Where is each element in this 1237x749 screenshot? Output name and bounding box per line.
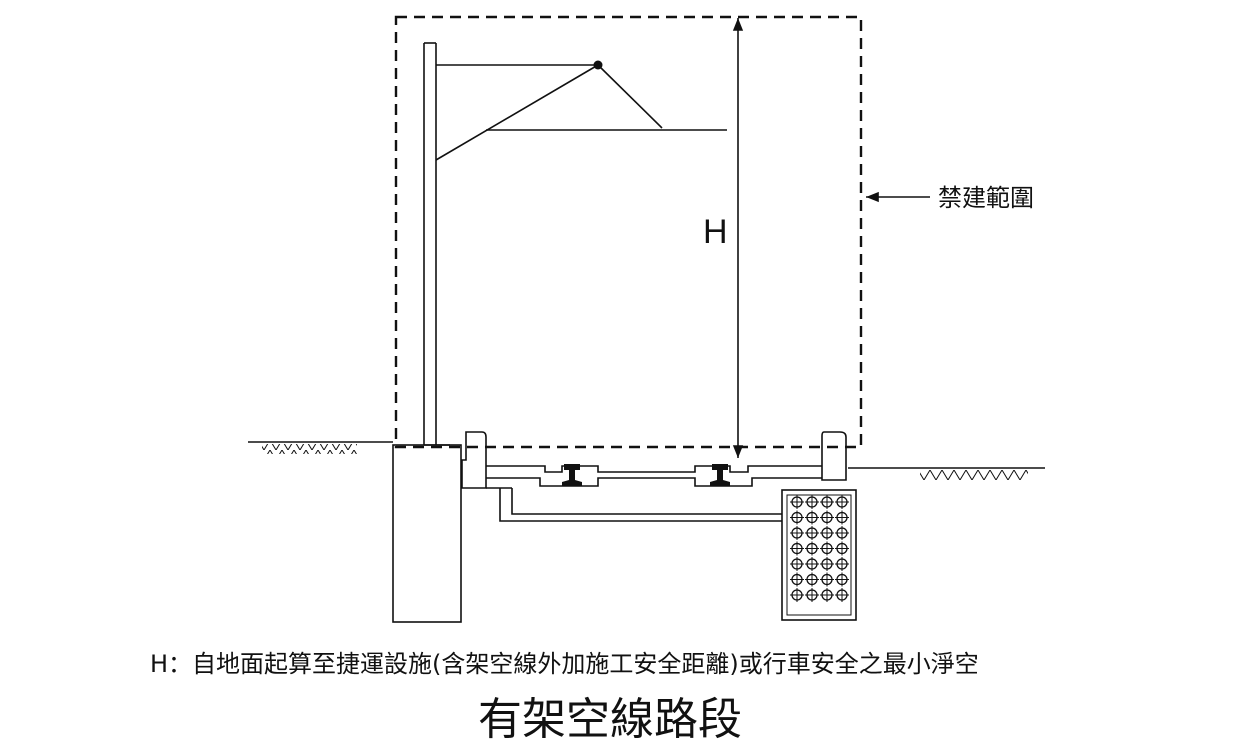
cable-duct-cross <box>805 588 819 602</box>
restricted-zone-boundary <box>394 15 863 449</box>
right-rail <box>710 464 730 486</box>
cable-duct-cross <box>835 541 849 556</box>
h-definition-note: H：自地面起算至捷運設施(含架空線外加施工安全距離)或行車安全之最小淨空 <box>150 650 979 678</box>
left-curb-wall <box>461 431 487 489</box>
cable-duct-cross <box>820 495 834 509</box>
cable-duct-cross <box>790 495 804 509</box>
cable-duct-cross <box>790 572 804 587</box>
left-rail <box>562 464 582 486</box>
cable-duct-cross <box>835 495 849 509</box>
cable-duct-cross <box>805 510 819 525</box>
right-curb-wall <box>821 431 847 481</box>
cable-duct-cross <box>805 526 819 540</box>
ground-right <box>848 467 1045 480</box>
cable-duct-cross <box>835 510 849 525</box>
cable-duct-cross <box>790 526 804 540</box>
cable-duct-cross <box>805 541 819 556</box>
diagram-title: 有架空線路段 <box>478 694 742 745</box>
cable-duct-cross <box>835 588 849 602</box>
cable-duct-cross <box>820 526 834 540</box>
cable-duct-cross <box>820 588 834 602</box>
cable-duct-cross <box>820 557 834 571</box>
cantilever-arm <box>435 60 663 161</box>
cable-duct-cross <box>805 572 819 587</box>
cable-duct-cross <box>835 526 849 540</box>
cable-duct-cross <box>820 572 834 587</box>
cable-duct-cross <box>820 510 834 525</box>
cable-duct-cross <box>790 557 804 571</box>
catenary-mast <box>423 42 450 446</box>
cable-duct-cross <box>790 510 804 525</box>
cable-duct-cross <box>805 495 819 509</box>
track-slab <box>486 465 822 522</box>
cable-trough <box>781 489 857 621</box>
cable-duct-cross <box>835 557 849 571</box>
cable-duct-cross <box>835 572 849 587</box>
cable-duct-cross <box>820 541 834 556</box>
restricted-zone-label: 禁建範圍 <box>938 184 1034 212</box>
cable-duct-cross <box>790 541 804 556</box>
height-label: H <box>703 213 728 251</box>
pole-foundation <box>392 444 462 623</box>
cable-duct-cross <box>805 557 819 571</box>
ground-left <box>248 441 393 454</box>
cable-duct-cross <box>790 588 804 602</box>
